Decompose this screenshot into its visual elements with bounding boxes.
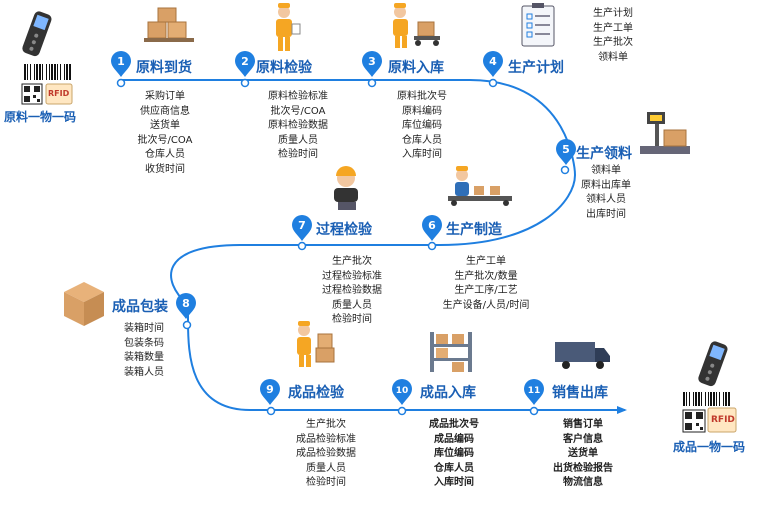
step-11-details: 销售订单客户信息送货单 出货检验报告物流信息 — [553, 419, 613, 489]
step-5-number: 5 — [562, 143, 570, 156]
step-8-number: 8 — [182, 297, 190, 310]
step-5-pin: 5 — [556, 139, 576, 165]
path-dot — [397, 406, 407, 416]
step-2-title: 原料检验 — [256, 60, 312, 76]
step-11-number: 11 — [528, 386, 541, 396]
step-10-pin: 10 — [392, 379, 412, 405]
step-11-pin: 11 — [524, 379, 544, 405]
step-8-pin: 8 — [176, 293, 196, 319]
source-rfid-label: RFID — [48, 89, 70, 98]
step-9-title: 成品检验 — [288, 385, 344, 401]
step-7-title: 过程检验 — [316, 222, 372, 238]
step-10-title: 成品入库 — [420, 385, 476, 401]
path-dot — [297, 241, 307, 251]
product-rfid-label: RFID — [711, 415, 735, 425]
step-7-pin: 7 — [292, 215, 312, 241]
qr-code-icon — [682, 409, 706, 433]
step-5-details: 领料单原料出库单领料人员 出库时间 — [581, 165, 631, 220]
step-4-pin: 4 — [483, 51, 503, 77]
step-4-number: 4 — [489, 55, 497, 68]
path-dot — [240, 78, 250, 88]
step-7-details: 生产批次过程检验标准过程检验数据 质量人员检验时间 — [322, 256, 382, 326]
assembly-line-worker-icon — [448, 166, 512, 206]
step-6-details: 生产工单生产批次/数量生产工序/工艺 生产设备/人员/时间 — [442, 256, 530, 311]
step-2-pin: 2 — [235, 51, 255, 77]
path-dot — [367, 78, 377, 88]
qr-code-icon — [21, 83, 43, 105]
step-3-details: 原料批次号原料编码库位编码 仓库人员入库时间 — [397, 91, 447, 161]
step-2-number: 2 — [241, 55, 249, 68]
step-9-number: 9 — [266, 383, 274, 396]
packing-box-icon — [64, 282, 104, 326]
path-dot — [560, 165, 570, 175]
inspector-worker-icon — [276, 3, 301, 51]
path-dot — [116, 78, 126, 88]
barcode-icon — [24, 64, 71, 80]
cardboard-boxes-icon — [144, 7, 194, 42]
step-10-details: 成品批次号成品编码库位编码 仓库人员入库时间 — [429, 419, 479, 489]
rfid-tag-icon — [707, 407, 737, 433]
scanner-icon — [22, 11, 52, 57]
warehouse-shelf-icon — [430, 332, 472, 372]
step-1-pin: 1 — [111, 51, 131, 77]
step-3-number: 3 — [368, 55, 376, 68]
step-9-details: 生产批次成品检验标准成品检验数据 质量人员检验时间 — [296, 419, 356, 489]
product-code-label: 成品一物一码 — [673, 440, 746, 454]
step-pins: 1 2 3 4 5 6 7 8 9 10 11 — [111, 51, 576, 405]
path-dot — [266, 406, 276, 416]
delivery-truck-icon — [555, 342, 610, 369]
barcode-icon — [683, 392, 730, 406]
step-6-pin: 6 — [422, 215, 442, 241]
scale-boxes-icon — [640, 112, 690, 154]
step-7-number: 7 — [298, 219, 306, 232]
source-code-label: 原料一物一码 — [4, 110, 77, 124]
step-10-number: 10 — [396, 386, 409, 396]
customer-service-agent-icon — [334, 166, 358, 210]
path-dot — [427, 241, 437, 251]
step-6-title: 生产制造 — [446, 222, 502, 238]
step-1-title: 原料到货 — [136, 60, 192, 76]
step-9-pin: 9 — [260, 379, 280, 405]
inspection-worker-boxes-icon — [297, 321, 335, 367]
step-5-title: 生产领料 — [576, 146, 632, 162]
path-dot — [529, 406, 539, 416]
rfid-tag-icon — [45, 83, 73, 105]
step-1-number: 1 — [117, 55, 125, 68]
step-11-title: 销售出库 — [552, 385, 608, 401]
step-3-pin: 3 — [362, 51, 382, 77]
step-3-title: 原料入库 — [388, 60, 444, 76]
step-4-title: 生产计划 — [508, 60, 564, 76]
path-dot — [182, 320, 192, 330]
step-6-number: 6 — [428, 219, 436, 232]
path-dot — [488, 78, 498, 88]
step-8-title: 成品包装 — [112, 299, 168, 315]
step-4-details: 生产计划生产工单生产批次 领料单 — [593, 8, 633, 63]
forklift-worker-icon — [393, 3, 440, 48]
path-dots — [116, 78, 570, 416]
step-8-details: 装箱时间包装条码装箱数量 装箱人员 — [124, 323, 164, 378]
scanner-icon — [698, 341, 728, 387]
checklist-clipboard-icon — [521, 3, 555, 47]
